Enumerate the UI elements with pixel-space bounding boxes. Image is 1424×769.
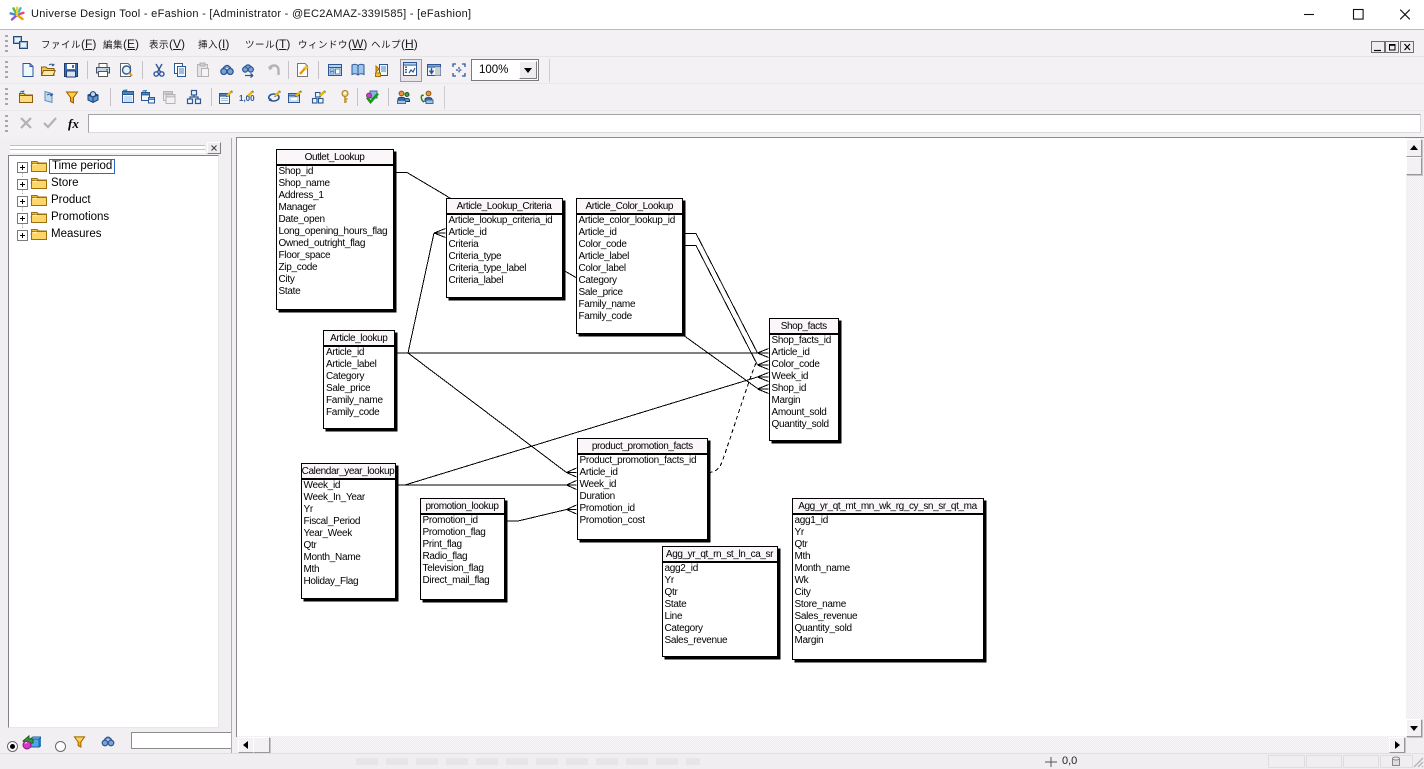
svg-text:1,00: 1,00: [239, 94, 255, 103]
svg-text:fx: fx: [68, 116, 79, 131]
